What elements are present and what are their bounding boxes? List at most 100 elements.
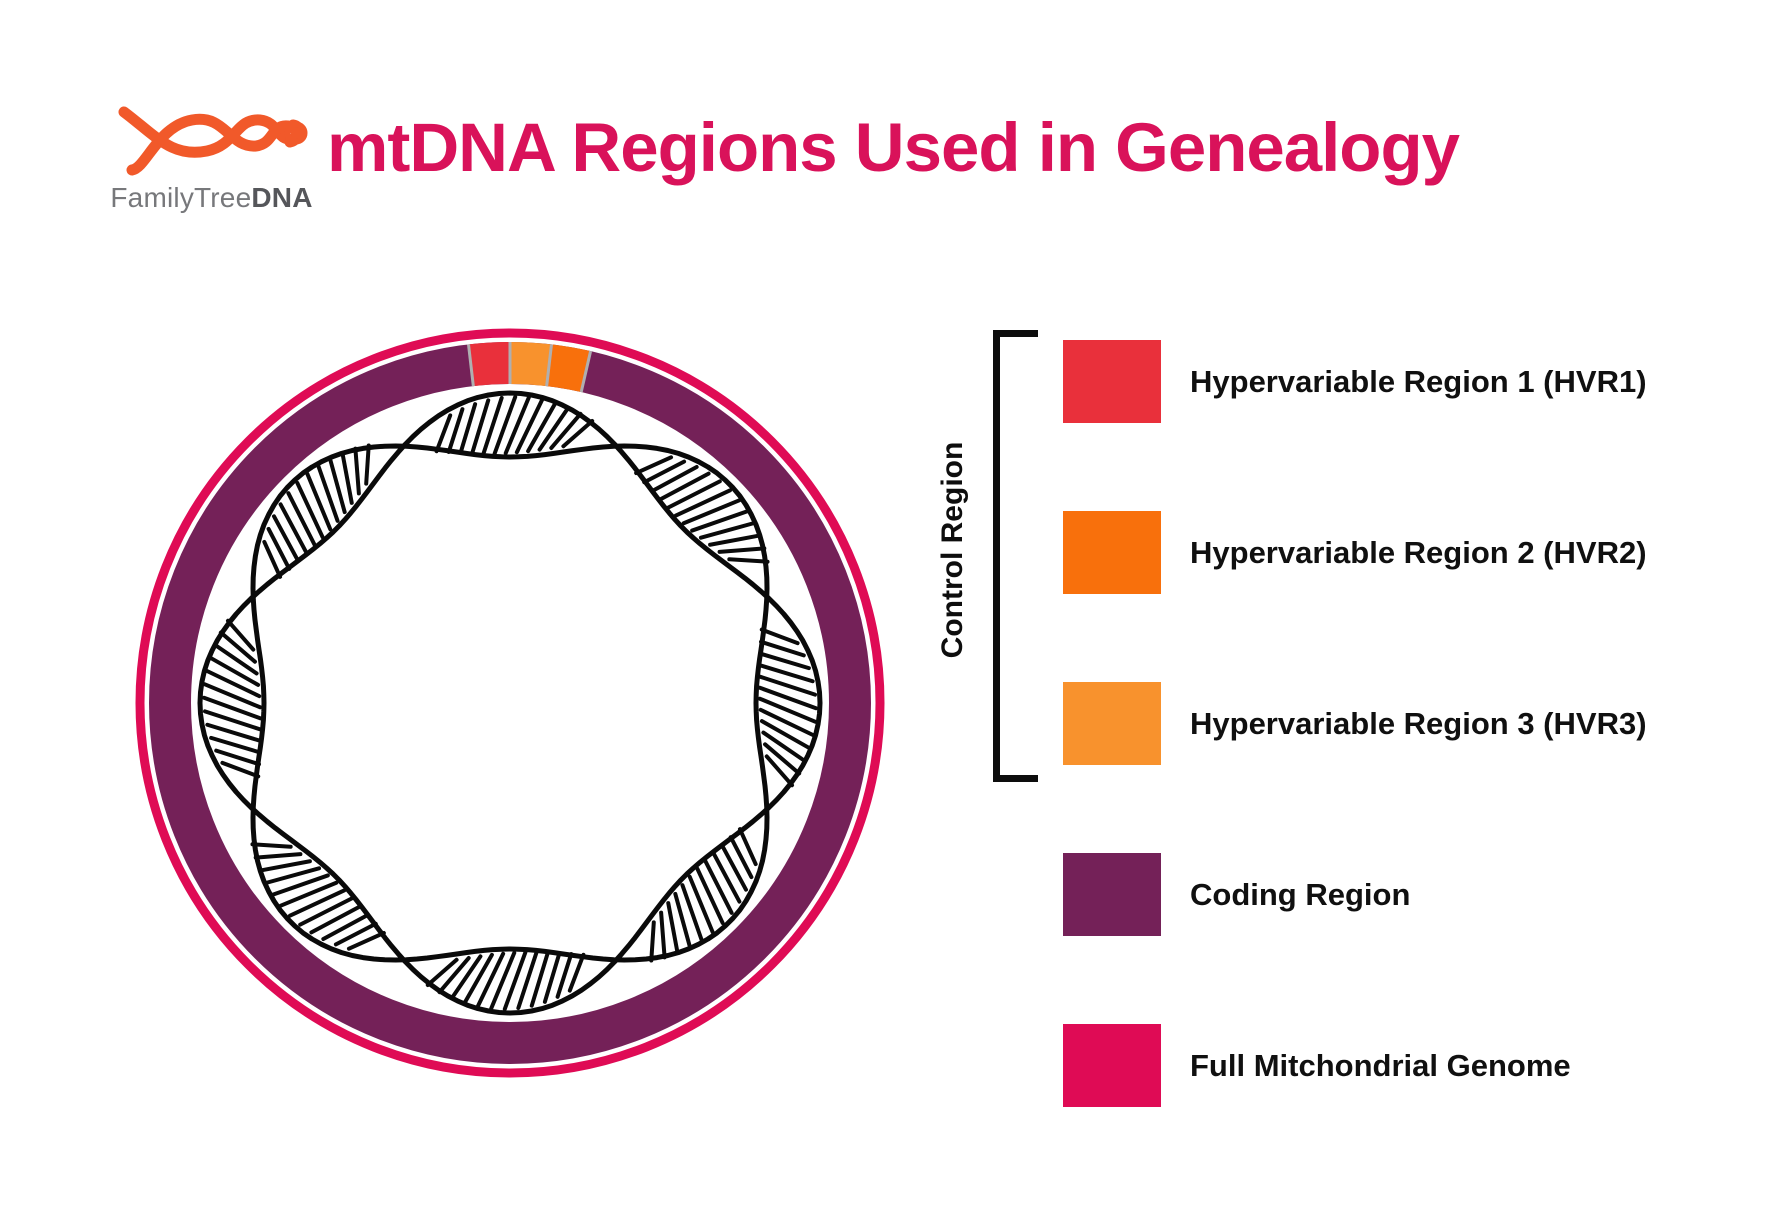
coding-region-band xyxy=(149,342,871,1064)
legend-label-hvr2: Hypervariable Region 2 (HVR2) xyxy=(1190,534,1647,570)
helix-rung xyxy=(673,891,693,950)
helix-rung xyxy=(364,443,371,486)
helix-rung xyxy=(278,502,309,556)
legend-label-coding-region: Coding Region xyxy=(1190,876,1411,912)
brand-name: FamilyTreeDNA xyxy=(104,182,319,214)
helix-rung xyxy=(201,695,263,721)
helix-rung xyxy=(503,395,531,456)
segment-divider xyxy=(467,344,475,387)
helix-rung xyxy=(634,455,674,476)
helix-rung xyxy=(759,639,806,658)
helix-rung xyxy=(434,413,453,454)
helix-rung xyxy=(727,557,770,564)
legend-label-full-genome: Full Mitchondrial Genome xyxy=(1190,1047,1571,1083)
helix-rung xyxy=(757,674,818,697)
helix-rung xyxy=(253,852,303,860)
helix-rung xyxy=(266,526,292,571)
legend-swatch-full-genome xyxy=(1063,1024,1161,1107)
helix-rung xyxy=(202,682,263,710)
helix-rung xyxy=(295,480,325,540)
helix-rung xyxy=(205,722,263,743)
helix-rung xyxy=(340,451,354,505)
helix-rung xyxy=(316,463,340,523)
legend-label-hvr1: Hypervariable Region 1 (HVR1) xyxy=(1190,363,1647,399)
dna-helix-icon xyxy=(118,106,308,176)
legend-item-hvr3: Hypervariable Region 3 (HVR3) xyxy=(1063,682,1647,765)
helix-rung xyxy=(567,952,586,993)
helix-rung xyxy=(757,685,819,711)
helix-rung xyxy=(202,709,263,732)
helix-rung xyxy=(258,859,312,873)
helix-strand-1 xyxy=(197,390,823,1016)
legend-item-hvr2: Hypervariable Region 2 (HVR2) xyxy=(1063,511,1647,594)
helix-rung xyxy=(250,842,293,849)
helix-rung xyxy=(204,668,262,699)
legend-swatch-hvr3 xyxy=(1063,682,1161,765)
helix-rung xyxy=(514,397,545,455)
legend-label-hvr3: Hypervariable Region 3 (HVR3) xyxy=(1190,705,1647,741)
helix-rung xyxy=(737,827,758,867)
helix-rung xyxy=(757,663,815,684)
page-title: mtDNA Regions Used in Genealogy xyxy=(327,109,1460,186)
helix-rung xyxy=(425,957,459,988)
helix-rung xyxy=(209,735,262,755)
helix-rung xyxy=(526,400,558,454)
segment-divider xyxy=(579,350,593,393)
helix-rung xyxy=(492,394,518,456)
helix-rung xyxy=(327,456,347,515)
helix-rung xyxy=(763,742,802,776)
helix-rung xyxy=(703,858,734,915)
helix-rung xyxy=(561,418,595,449)
helix-rung xyxy=(470,398,491,456)
helix-rung xyxy=(761,730,808,764)
helix-rung xyxy=(286,491,317,548)
brand-part-familytree: FamilyTree xyxy=(110,182,252,213)
helix-rung xyxy=(333,921,378,947)
helix-rung xyxy=(218,630,257,664)
helix-rung xyxy=(542,951,562,1004)
helix-rung xyxy=(516,950,539,1011)
helix-rung xyxy=(346,930,386,951)
helix-rung xyxy=(262,539,283,579)
helix-rung xyxy=(711,850,742,904)
helix-rung xyxy=(321,912,370,941)
segment-hvr3 xyxy=(546,344,591,393)
helix-rung xyxy=(665,479,722,510)
helix-rung xyxy=(220,760,261,779)
helix-rung xyxy=(659,910,667,960)
helix-rung xyxy=(305,471,333,532)
helix-rung xyxy=(719,843,748,892)
helix-rung xyxy=(278,880,339,908)
helix-rung xyxy=(214,748,261,767)
helix-rung xyxy=(309,904,363,935)
legend-item-coding-region: Coding Region xyxy=(1063,853,1410,936)
helix-rung xyxy=(687,874,715,935)
helix-rung xyxy=(462,952,494,1006)
helix-rung xyxy=(212,642,259,676)
familytreedna-logo: FamilyTreeDNA xyxy=(104,96,319,221)
helix-rung xyxy=(680,883,704,943)
helix-rung xyxy=(650,465,699,494)
helix-rung xyxy=(446,407,465,454)
legend-item-hvr1: Hypervariable Region 1 (HVR1) xyxy=(1063,340,1647,423)
helix-rung xyxy=(287,888,347,918)
helix-rung xyxy=(758,651,811,671)
brand-part-dna: DNA xyxy=(251,182,313,213)
helix-rung xyxy=(502,950,528,1012)
helix-rung xyxy=(673,488,733,518)
helix-rung xyxy=(207,655,261,687)
helix-rung xyxy=(695,866,725,926)
helix-rung xyxy=(681,498,742,526)
helix-rung xyxy=(489,950,517,1011)
legend-item-full-genome: Full Mitchondrial Genome xyxy=(1063,1024,1571,1107)
helix-strand-2 xyxy=(250,443,770,963)
helix-rung xyxy=(657,471,711,502)
helix-rung xyxy=(549,411,583,450)
segment-hvr1 xyxy=(468,342,511,387)
helix-rung xyxy=(263,866,322,886)
helix-rung xyxy=(728,835,754,880)
helix-rung xyxy=(272,514,301,563)
helix-rung xyxy=(666,901,680,955)
helix-rung xyxy=(649,920,656,963)
